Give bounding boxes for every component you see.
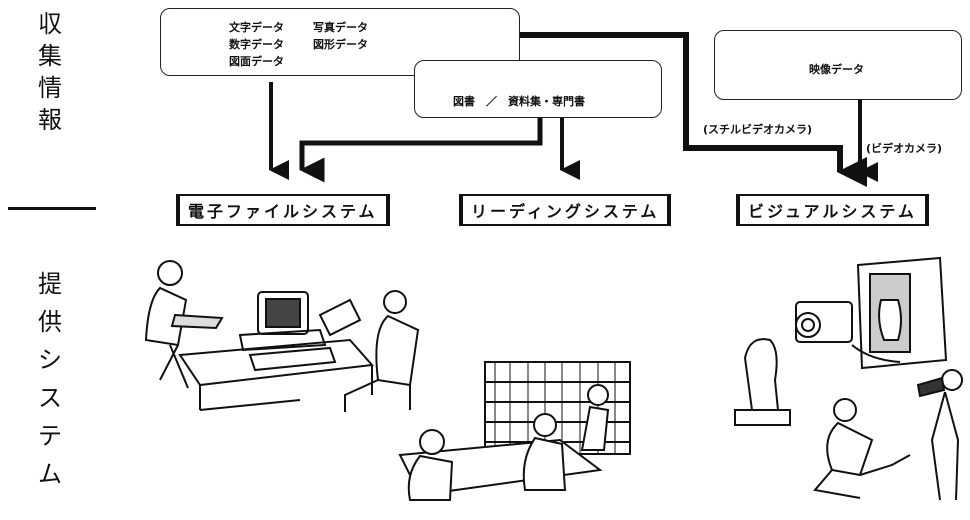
visual-system: ビジュアルシステム (736, 194, 929, 226)
provide-char: 供 (38, 308, 62, 336)
provide-system-label: 提 供 シ ス テ ム (30, 265, 70, 493)
data-item-photo: 写真データ (313, 21, 368, 34)
data-item-figure: 図形データ (313, 38, 368, 51)
collect-char: 情 (38, 74, 62, 102)
books-label: 図書 ／ 資料集・専門書 (453, 95, 585, 108)
still-camera-note: (スチルビデオカメラ) (703, 123, 813, 136)
office-computer-illustration (144, 260, 420, 412)
books-box: 図書 ／ 資料集・専門書 (414, 60, 662, 118)
collect-info-label: 収 集 情 報 (30, 8, 70, 136)
library-reading-illustration (398, 361, 631, 501)
reading-system: リーディングシステム (459, 194, 672, 226)
section-divider (8, 207, 96, 210)
collect-char: 収 (38, 10, 62, 38)
provide-char: テ (38, 422, 62, 450)
provide-char: シ (38, 346, 62, 374)
arrow-data-to-visual (520, 32, 867, 187)
arrow-books-to-efile (299, 118, 543, 183)
collect-char: 報 (38, 106, 62, 134)
provide-char: ム (38, 460, 62, 488)
video-data-box: 映像データ (714, 30, 962, 100)
data-item-number: 数字データ (229, 38, 284, 51)
provide-char: 提 (38, 270, 62, 298)
electronic-file-system: 電子ファイルシステム (176, 194, 390, 226)
provide-char: ス (38, 384, 62, 412)
video-data-label: 映像データ (809, 63, 864, 76)
data-item-text: 文字データ (229, 21, 284, 34)
collect-char: 集 (38, 42, 62, 70)
visual-media-illustration (734, 256, 963, 501)
data-item-drawing: 図面データ (229, 55, 284, 68)
video-camera-note: (ビデオカメラ) (866, 142, 943, 155)
